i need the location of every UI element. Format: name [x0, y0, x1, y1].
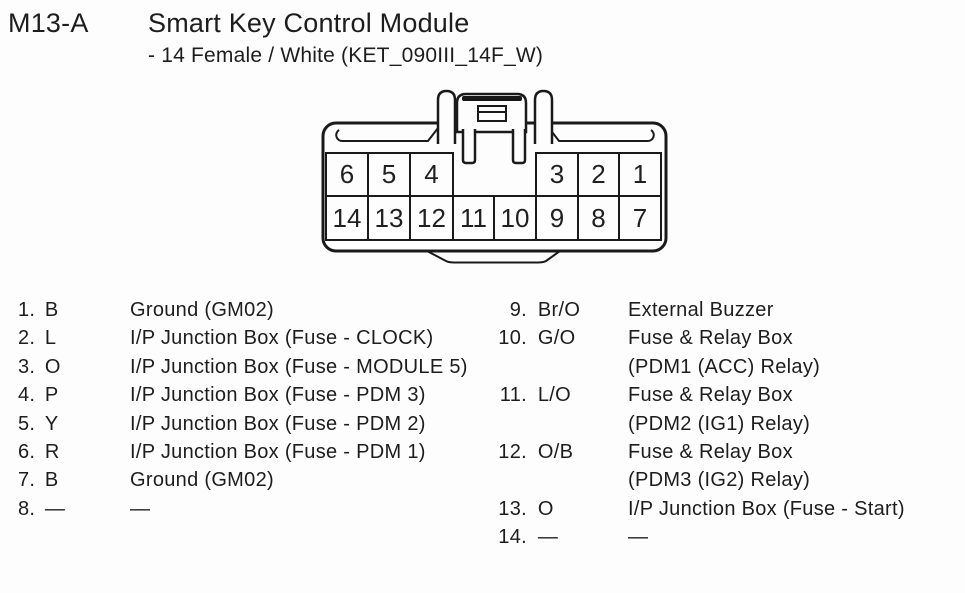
- pin-description: I/P Junction Box (Fuse - PDM 1): [130, 440, 426, 463]
- pin-description: I/P Junction Box (Fuse - MODULE 5): [130, 355, 468, 378]
- pin-description: —: [130, 497, 151, 520]
- pin-number: 7.: [18, 469, 36, 492]
- pin-wire-color: —: [537, 526, 559, 549]
- connector-pin-cell-1: 1: [618, 152, 662, 197]
- pin-description: I/P Junction Box (Fuse - PDM 2): [130, 412, 426, 435]
- pin-row-5: 5. Y I/P Junction Box (Fuse - PDM 2): [18, 410, 483, 438]
- pin-wire-color: B: [44, 469, 59, 492]
- connector-latch-hole: [477, 105, 507, 122]
- pin-description: I/P Junction Box (Fuse - PDM 3): [130, 384, 426, 407]
- pin-row-8: 8. — —: [18, 495, 483, 523]
- pin-description: —: [628, 526, 649, 549]
- pin-wire-color: L/O: [537, 384, 571, 407]
- pin-description: Fuse & Relay Box: [628, 327, 793, 350]
- pin-number: 10.: [498, 327, 527, 350]
- pin-list-left: 1. B Ground (GM02) 2. L I/P Junction Box…: [18, 296, 483, 523]
- connector-diagram: 6 5 4 3 2 1 14 13 12 11 10 9 8 7: [310, 88, 680, 278]
- connector-pin-cell-2: 2: [577, 152, 620, 197]
- pin-row-13: 13. O I/P Junction Box (Fuse - Start): [495, 495, 960, 523]
- connector-id: M13-A: [8, 8, 89, 38]
- pin-description: (PDM3 (IG2) Relay): [628, 469, 811, 492]
- connector-ledge-right: [548, 127, 655, 143]
- connector-latch-ear-left: [436, 89, 457, 144]
- pin-row-2: 2. L I/P Junction Box (Fuse - CLOCK): [18, 324, 483, 352]
- pin-wire-color: B: [44, 299, 59, 321]
- pin-wire-color: P: [44, 384, 59, 407]
- pin-wire-color: G/O: [537, 327, 576, 350]
- pin-number: 13.: [498, 497, 527, 520]
- pin-description: External Buzzer: [628, 299, 774, 321]
- pin-row-10: 10. G/O Fuse & Relay Box: [495, 324, 960, 352]
- pin-description: (PDM2 (IG1) Relay): [628, 412, 811, 435]
- pin-wire-color: —: [44, 497, 66, 520]
- pin-wire-color: O: [537, 497, 554, 520]
- pin-row-14: 14. — —: [495, 523, 960, 551]
- connector-bottom-bump: [426, 250, 561, 264]
- pin-row-4: 4. P I/P Junction Box (Fuse - PDM 3): [18, 381, 483, 409]
- pin-row-7: 7. B Ground (GM02): [18, 466, 483, 494]
- connector-latch-ear-right: [533, 89, 554, 144]
- connector-pin-cell-11: 11: [452, 195, 495, 241]
- connector-lock-band: [462, 96, 522, 101]
- pin-number: 3.: [18, 355, 36, 378]
- pin-description: (PDM1 (ACC) Relay): [628, 355, 821, 378]
- pin-number: 8.: [18, 497, 36, 520]
- connector-ledge-left: [335, 127, 439, 143]
- pin-description: I/P Junction Box (Fuse - Start): [628, 497, 905, 520]
- pin-row-6: 6. R I/P Junction Box (Fuse - PDM 1): [18, 438, 483, 466]
- connector-pin-cell-7: 7: [618, 195, 662, 241]
- pin-number: 2.: [18, 327, 36, 350]
- pin-row-11: 11. L/O Fuse & Relay Box: [495, 381, 960, 409]
- connector-pin-cell-9: 9: [535, 195, 579, 241]
- pin-row-9: 9. Br/O External Buzzer: [495, 296, 960, 324]
- pin-wire-color: Y: [44, 412, 59, 435]
- pin-number: 6.: [18, 440, 36, 463]
- connector-pin-cell-4: 4: [409, 152, 454, 197]
- pin-number: 5.: [18, 412, 36, 435]
- pin-row-3: 3. O I/P Junction Box (Fuse - MODULE 5): [18, 353, 483, 381]
- connector-subtitle: - 14 Female / White (KET_090III_14F_W): [148, 44, 544, 67]
- pin-description: Ground (GM02): [130, 469, 274, 492]
- pin-wire-color: O: [44, 355, 61, 378]
- pin-number: 9.: [509, 299, 527, 321]
- pin-wire-color: R: [44, 440, 60, 463]
- connector-lock-leg-left: [461, 129, 477, 165]
- pin-number: 4.: [18, 384, 36, 407]
- pin-number: 12.: [498, 440, 527, 463]
- pin-list-right: 9. Br/O External Buzzer 10. G/O Fuse & R…: [495, 296, 960, 552]
- connector-pin-cell-13: 13: [367, 195, 411, 241]
- pin-number: 11.: [499, 384, 527, 407]
- page-title: Smart Key Control Module: [148, 8, 470, 38]
- connector-pin-cell-3: 3: [535, 152, 579, 197]
- pin-row-12-cont: (PDM3 (IG2) Relay): [495, 466, 960, 494]
- connector-pin-cell-6: 6: [325, 152, 369, 197]
- pin-wire-color: O/B: [537, 440, 574, 463]
- pin-number: 14.: [498, 526, 527, 549]
- pin-row-1: 1. B Ground (GM02): [18, 296, 483, 324]
- connector-pin-cell-14: 14: [325, 195, 369, 241]
- pin-number: 1.: [18, 299, 36, 321]
- connector-pin-cell-8: 8: [577, 195, 620, 241]
- pin-description: Ground (GM02): [130, 299, 274, 321]
- pin-row-11-cont: (PDM2 (IG1) Relay): [495, 410, 960, 438]
- pin-wire-color: L: [44, 327, 57, 350]
- pin-description: Fuse & Relay Box: [628, 384, 793, 407]
- connector-lock-leg-right: [511, 129, 527, 165]
- pin-wire-color: Br/O: [537, 299, 581, 321]
- connector-pin-cell-10: 10: [493, 195, 537, 241]
- pin-row-10-cont: (PDM1 (ACC) Relay): [495, 353, 960, 381]
- connector-pin-cell-5: 5: [367, 152, 411, 197]
- pin-description: Fuse & Relay Box: [628, 440, 793, 463]
- connector-pin-cell-12: 12: [409, 195, 454, 241]
- pin-row-12: 12. O/B Fuse & Relay Box: [495, 438, 960, 466]
- pin-description: I/P Junction Box (Fuse - CLOCK): [130, 327, 434, 350]
